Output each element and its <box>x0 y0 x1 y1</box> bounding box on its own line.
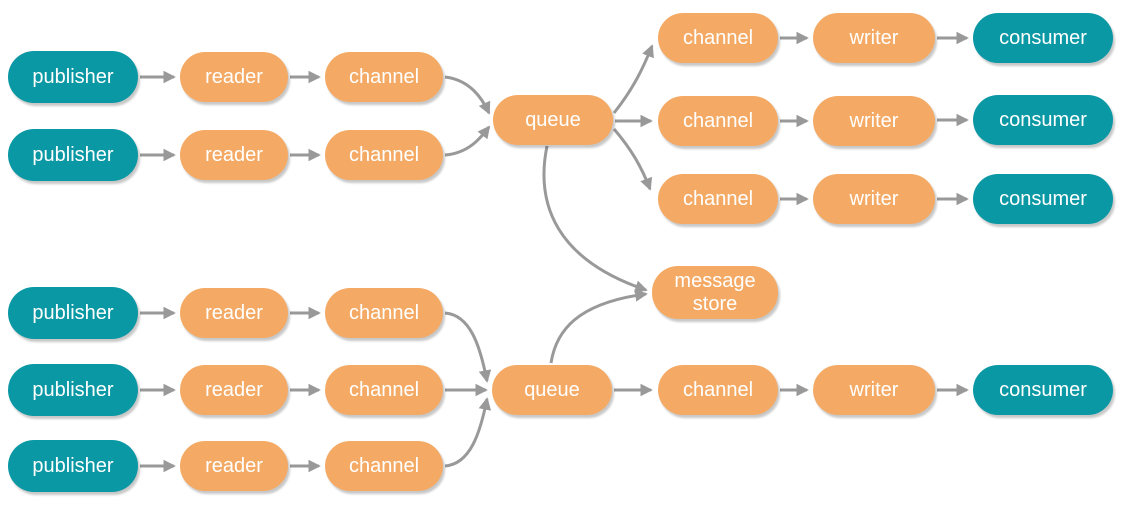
node-label: reader <box>205 454 263 477</box>
edge-queue-top-to-channel-a <box>612 44 654 114</box>
node-writer-c: writer <box>813 174 935 224</box>
node-label: channel <box>348 143 420 166</box>
node-label: queue <box>525 108 581 131</box>
node-writer-d: writer <box>813 365 935 415</box>
node-label: publisher <box>32 65 114 88</box>
node-label: reader <box>205 378 263 401</box>
node-channel-4: channel <box>325 365 443 415</box>
node-label: publisher <box>32 301 114 324</box>
node-channel-a: channel <box>658 13 778 63</box>
node-publisher-3: publisher <box>8 287 138 339</box>
node-label: queue <box>524 378 580 401</box>
node-label: consumer <box>999 26 1087 49</box>
edge-channel-1-to-queue-top <box>444 75 491 115</box>
node-label: writer <box>849 26 899 49</box>
edge-channel-3-to-queue-bottom <box>444 311 492 383</box>
node-channel-5: channel <box>325 441 443 491</box>
node-channel-3: channel <box>325 288 443 338</box>
node-channel-c: channel <box>658 174 778 224</box>
node-label: publisher <box>32 454 114 477</box>
node-consumer-b: consumer <box>973 95 1113 145</box>
node-label: reader <box>205 65 263 88</box>
edge-channel-5-to-queue-bottom <box>444 397 492 468</box>
node-reader-1: reader <box>180 52 288 102</box>
node-label: consumer <box>999 378 1087 401</box>
node-publisher-4: publisher <box>8 364 138 416</box>
node-writer-a: writer <box>813 13 935 63</box>
edge-queue-top-to-message-store <box>542 145 648 293</box>
node-label: channel <box>348 454 420 477</box>
node-writer-b: writer <box>813 96 935 146</box>
node-label: message store <box>674 269 756 315</box>
node-publisher-1: publisher <box>8 51 138 103</box>
node-label: publisher <box>32 378 114 401</box>
node-consumer-c: consumer <box>973 174 1113 224</box>
node-reader-4: reader <box>180 365 288 415</box>
node-message-store: message store <box>652 266 778 319</box>
node-label: reader <box>205 301 263 324</box>
node-queue-top: queue <box>493 95 613 145</box>
node-channel-d: channel <box>658 365 778 415</box>
edge-queue-bottom-to-message-store <box>549 289 648 364</box>
edge-channel-2-to-queue-top <box>444 125 491 157</box>
node-label: channel <box>682 109 754 132</box>
node-label: channel <box>348 378 420 401</box>
node-label: consumer <box>999 108 1087 131</box>
node-label: consumer <box>999 187 1087 210</box>
node-publisher-5: publisher <box>8 440 138 492</box>
node-label: writer <box>849 187 899 210</box>
node-reader-3: reader <box>180 288 288 338</box>
node-queue-bottom: queue <box>492 365 612 415</box>
node-label: channel <box>348 301 420 324</box>
node-label: writer <box>849 109 899 132</box>
node-channel-2: channel <box>325 130 443 180</box>
node-reader-2: reader <box>180 130 288 180</box>
node-consumer-d: consumer <box>973 365 1113 415</box>
node-label: channel <box>682 187 754 210</box>
node-label: publisher <box>32 143 114 166</box>
node-label: reader <box>205 143 263 166</box>
edge-queue-top-to-channel-c <box>612 128 653 191</box>
node-channel-1: channel <box>325 52 443 102</box>
node-label: channel <box>682 378 754 401</box>
node-channel-b: channel <box>658 96 778 146</box>
node-consumer-a: consumer <box>973 13 1113 63</box>
node-publisher-2: publisher <box>8 129 138 181</box>
node-label: channel <box>348 65 420 88</box>
node-label: writer <box>849 378 899 401</box>
node-reader-5: reader <box>180 441 288 491</box>
node-label: channel <box>682 26 754 49</box>
